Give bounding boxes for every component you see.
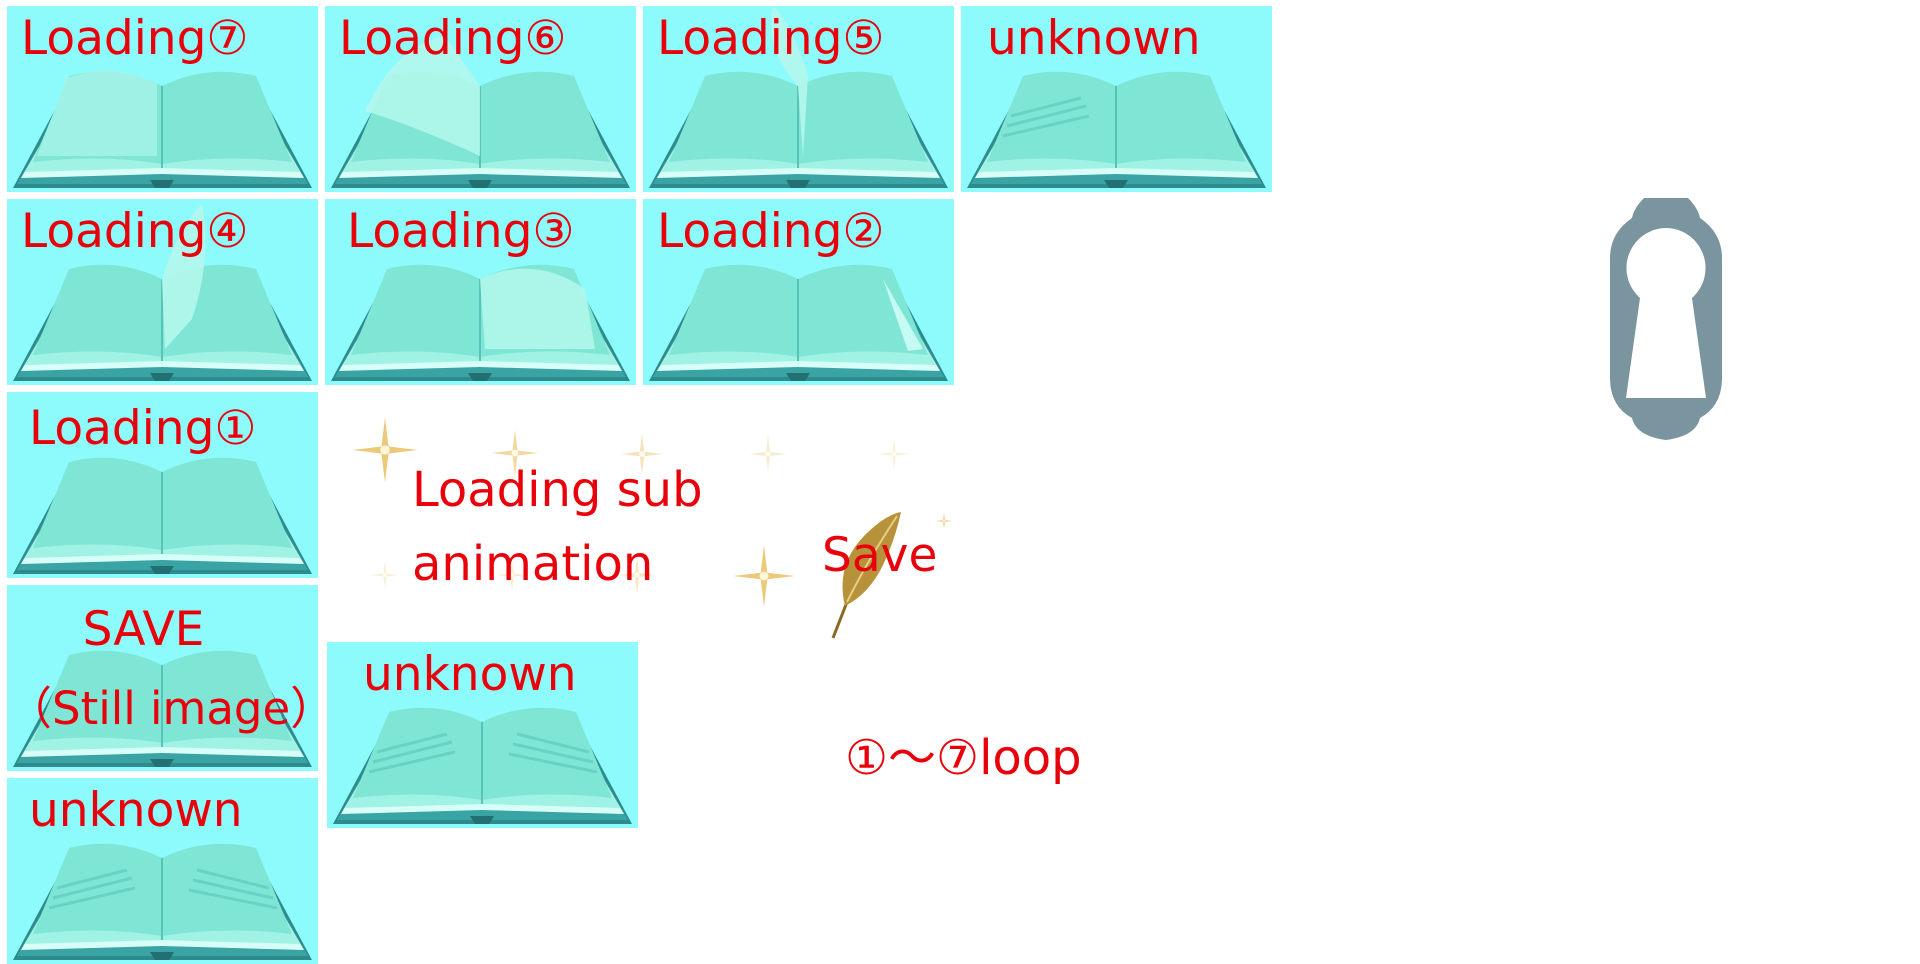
- tile-label-line2: （Still image）: [7, 682, 318, 735]
- save-label: Save: [822, 528, 938, 583]
- tile-loading-1: Loading①: [7, 392, 318, 578]
- tile-label: Loading①: [29, 401, 257, 456]
- open-book-icon: [325, 36, 636, 192]
- tile-loading-6: Loading⑥: [325, 6, 636, 192]
- tile-loading-3: Loading③: [325, 199, 636, 385]
- tile-label-line1: SAVE: [82, 602, 205, 657]
- tile-label: Loading③: [347, 204, 575, 259]
- open-book-icon: [961, 6, 1272, 192]
- tile-loading-5: Loading⑤: [643, 6, 954, 192]
- open-book-icon: [643, 199, 954, 385]
- keyhole-icon: [1610, 198, 1722, 440]
- tile-unknown-middle: unknown: [327, 642, 638, 828]
- open-book-icon: [327, 642, 638, 828]
- tile-label: Loading④: [21, 204, 249, 259]
- sparkle-icon: [370, 560, 400, 590]
- open-book-icon: [7, 778, 318, 964]
- quill-icon: [831, 512, 901, 639]
- loop-label: ①～⑦loop: [845, 730, 1082, 786]
- sparkle-icon: [731, 543, 797, 609]
- tile-unknown-bottom: unknown: [7, 778, 318, 964]
- sparkle-icon: [350, 415, 420, 485]
- tile-label: unknown: [29, 783, 243, 838]
- sub-animation-label-line2: animation: [412, 536, 654, 592]
- tile-loading-7: Loading⑦: [7, 6, 318, 192]
- sparkle-icon: [877, 437, 911, 471]
- tile-unknown-top: unknown: [961, 6, 1272, 192]
- tile-label: unknown: [987, 11, 1201, 66]
- tile-save-still: SAVE （Still image）: [7, 585, 318, 771]
- sparkle-icon: [935, 512, 953, 530]
- open-book-icon: [643, 6, 954, 192]
- open-book-icon: [7, 6, 318, 192]
- tile-label: Loading②: [657, 204, 885, 259]
- open-book-icon: [7, 204, 318, 385]
- tile-loading-2: Loading②: [643, 199, 954, 385]
- open-book-icon: [325, 199, 636, 385]
- tile-label: Loading⑤: [657, 11, 885, 66]
- tile-label: unknown: [363, 647, 577, 702]
- tile-label: Loading⑦: [21, 11, 249, 66]
- sparkle-icon: [748, 434, 788, 474]
- sub-animation-label-line1: Loading sub: [412, 462, 703, 518]
- tile-loading-4: Loading④: [7, 199, 318, 385]
- tile-label: Loading⑥: [339, 11, 567, 66]
